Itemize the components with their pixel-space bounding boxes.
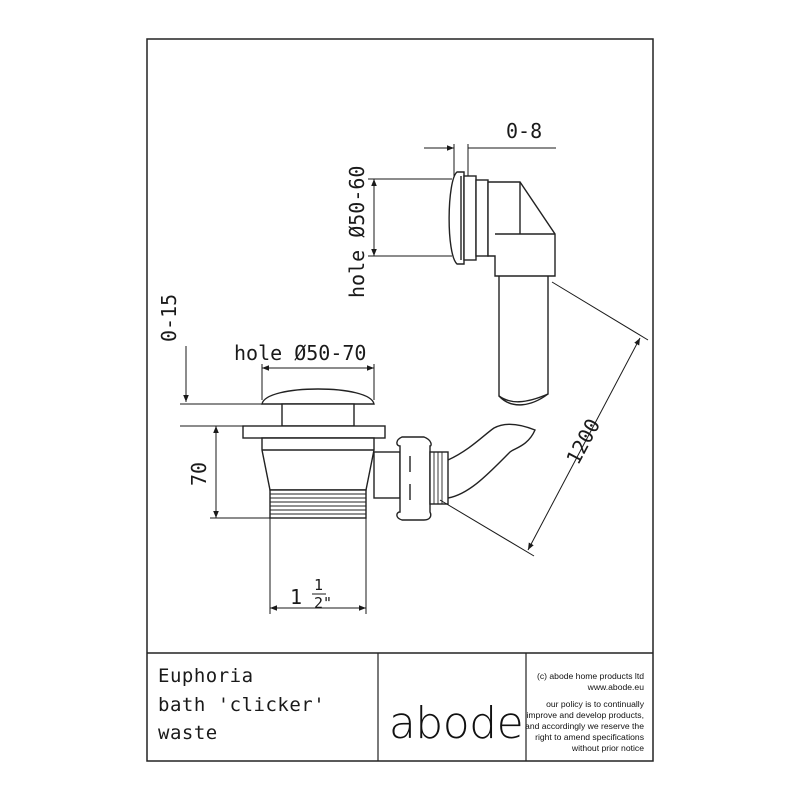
dimension-labels: 0-8 hole Ø50-60 0-15 hole Ø50-70 70 1200… — [157, 119, 605, 612]
policy-line-2: improve and develop products, — [526, 710, 644, 720]
label-thread-whole: 1 — [290, 585, 302, 609]
label-70: 70 — [187, 462, 211, 486]
policy-line-1: our policy is to continually — [546, 699, 644, 709]
website-text: www.abode.eu — [587, 682, 644, 692]
overflow-flange — [475, 179, 489, 257]
waste-body — [261, 437, 375, 491]
side-connector — [429, 451, 449, 505]
dim-1200-ext-bottom — [439, 499, 535, 557]
side-outlet-stub — [373, 451, 401, 499]
dim-1200-line — [527, 337, 641, 551]
waste-assembly — [242, 388, 536, 521]
thread-lines — [270, 493, 366, 515]
cable-hose — [447, 423, 536, 499]
product-name-line-3: waste — [158, 722, 218, 744]
connector-threads — [433, 452, 443, 504]
clicker-cap — [261, 388, 375, 405]
label-thread-numerator: 1 — [314, 576, 323, 594]
label-0-8: 0-8 — [506, 119, 542, 143]
overflow-assembly — [448, 171, 556, 406]
product-name-line-2: bath 'clicker' — [158, 694, 326, 716]
label-1200: 1200 — [561, 415, 605, 469]
label-0-15: 0-15 — [157, 294, 181, 342]
side-nut — [396, 436, 432, 521]
overflow-pipe — [498, 276, 549, 403]
dim-1200-ext-top — [551, 281, 649, 341]
overflow-collar — [463, 175, 477, 261]
waste-flange — [242, 425, 386, 439]
copyright-text: (c) abode home products ltd — [536, 671, 644, 681]
drawing-border — [146, 38, 654, 762]
dimension-lines — [180, 144, 649, 614]
threaded-tail — [269, 489, 367, 519]
clicker-stem — [281, 403, 355, 427]
overflow-cap — [448, 171, 465, 265]
label-thread-denominator: 2" — [314, 594, 332, 612]
policy-line-4: right to amend specifications — [535, 732, 644, 742]
brand-logo: abode — [388, 698, 524, 749]
label-upper-hole: hole Ø50-60 — [345, 166, 369, 298]
policy-line-5: without prior notice — [571, 743, 644, 753]
label-lower-hole: hole Ø50-70 — [234, 341, 366, 365]
product-name-line-1: Euphoria — [158, 665, 254, 687]
policy-line-3: and accordingly we reserve the — [525, 721, 644, 731]
overflow-body — [487, 181, 556, 277]
